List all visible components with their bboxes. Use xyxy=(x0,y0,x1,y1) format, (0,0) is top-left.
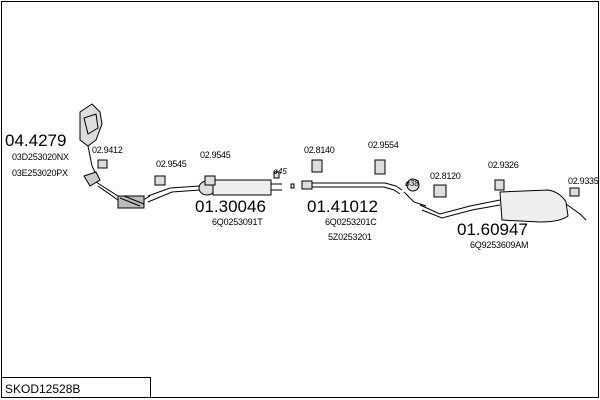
diameter-label-1: ø45 xyxy=(273,167,287,176)
footer-code-box: SKOD12528B xyxy=(1,377,151,398)
fitting-label-4: 02.8140 xyxy=(304,145,335,155)
middle-oe-number-2: 5Z0253201 xyxy=(328,232,372,242)
front-pipe-part-number: 01.30046 xyxy=(195,197,266,216)
catalyst-oe-number-1: 03D253020NX xyxy=(12,152,69,162)
fitting-label-2: 02.9545 xyxy=(156,159,187,169)
rear-silencer-part-number: 01.60947 xyxy=(457,220,528,239)
rear-silencer-oe-number: 6Q9253609AM xyxy=(470,240,529,250)
middle-oe-number-1: 6Q0253201C xyxy=(325,217,377,227)
footer-code: SKOD12528B xyxy=(5,382,81,396)
fitting-label-5: 02.9554 xyxy=(368,140,399,150)
fitting-label-6: 02.8120 xyxy=(430,171,461,181)
middle-silencer-part-number: 01.41012 xyxy=(307,197,378,216)
catalyst-part-number: 04.4279 xyxy=(5,131,67,150)
fitting-label-1: 02.9412 xyxy=(92,145,123,155)
front-pipe-drawing xyxy=(147,171,295,203)
rear-silencer-drawing xyxy=(419,187,587,223)
front-pipe-oe-number: 6Q0253091T xyxy=(212,217,263,227)
catalytic-converter-drawing xyxy=(79,103,151,209)
fitting-label-7: 02.9326 xyxy=(488,160,519,170)
fitting-label-8: 02.9335 xyxy=(568,176,599,186)
catalyst-oe-number-2: 03E253020PX xyxy=(12,168,68,178)
fittings-drawing xyxy=(97,159,505,198)
middle-pipe-drawing xyxy=(301,178,427,207)
diameter-label-2: ø38 xyxy=(405,179,419,188)
fitting-label-3: 02.9545 xyxy=(200,150,231,160)
